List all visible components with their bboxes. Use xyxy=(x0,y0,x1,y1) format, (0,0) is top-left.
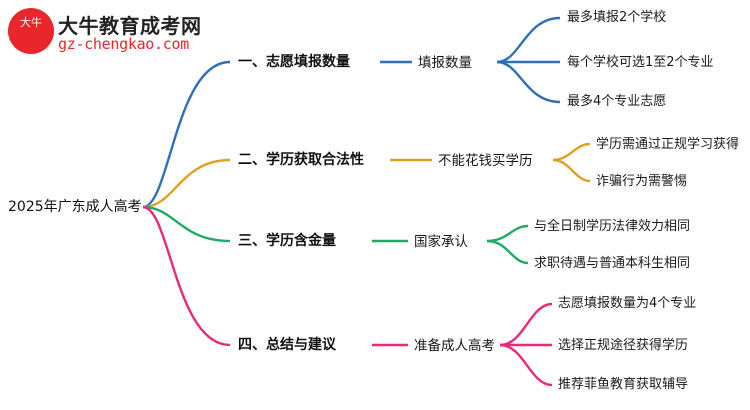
branch-2-leaf-1: 学历需通过正规学习获得 xyxy=(596,137,740,152)
link-b3-leaf-2 xyxy=(486,239,529,265)
logo-badge-icon: 大牛 xyxy=(8,8,54,54)
link-root-branch-3 xyxy=(142,205,231,243)
link-root-branch-2 xyxy=(142,158,231,209)
link-root-branch-1 xyxy=(142,60,231,209)
branch-1-leaf-3: 最多4个专业志愿 xyxy=(567,94,667,109)
branch-3-leaf-1: 与全日制学历法律效力相同 xyxy=(534,219,691,234)
branch-4-level2-label: 准备成人高考 xyxy=(414,338,495,354)
branch-2-leaf-2: 诈骗行为需警惕 xyxy=(596,174,688,189)
link-b3-leaf-1 xyxy=(486,224,529,243)
link-b4-leaf-1 xyxy=(499,302,553,347)
branch-3-level2-label: 国家承认 xyxy=(414,234,468,250)
branch-4-leaf-1: 志愿填报数量为4个专业 xyxy=(558,296,697,311)
logo-badge-text: 大牛 xyxy=(20,16,42,29)
branch-1-leaf-1: 最多填报2个学校 xyxy=(567,10,667,25)
link-b1-leaf-1 xyxy=(496,16,561,64)
logo-title: 大牛教育成考网 xyxy=(58,14,202,38)
branch-2-level1-label: 二、学历获取合法性 xyxy=(238,152,364,168)
link-root-branch-4 xyxy=(142,205,231,347)
branch-1-leaf-2: 每个学校可选1至2个专业 xyxy=(567,55,714,70)
link-b1-leaf-3 xyxy=(496,60,561,104)
logo-subtitle: gz-chengkao.com xyxy=(58,35,189,53)
branch-4-leaf-3: 推荐菲鱼教育获取辅导 xyxy=(558,377,689,392)
branch-3-leaf-2: 求职待遇与普通本科生相同 xyxy=(534,256,691,271)
link-b2-leaf-1 xyxy=(552,142,591,162)
link-b4-leaf-3 xyxy=(499,343,553,387)
branch-1-level2-label: 填报数量 xyxy=(418,55,472,71)
site-logo: 大牛 大牛教育成考网 gz-chengkao.com xyxy=(8,8,208,56)
branch-4-leaf-2: 选择正规途径获得学历 xyxy=(558,338,689,353)
branch-2-level2-label: 不能花钱买学历 xyxy=(438,153,533,169)
mindmap-root-node: 2025年广东成人高考 xyxy=(8,199,142,215)
branch-4-level1-label: 四、总结与建议 xyxy=(238,337,336,353)
link-b2-leaf-2 xyxy=(552,158,591,183)
branch-1-level1-label: 一、志愿填报数量 xyxy=(238,54,350,70)
branch-3-level1-label: 三、学历含金量 xyxy=(238,233,336,249)
